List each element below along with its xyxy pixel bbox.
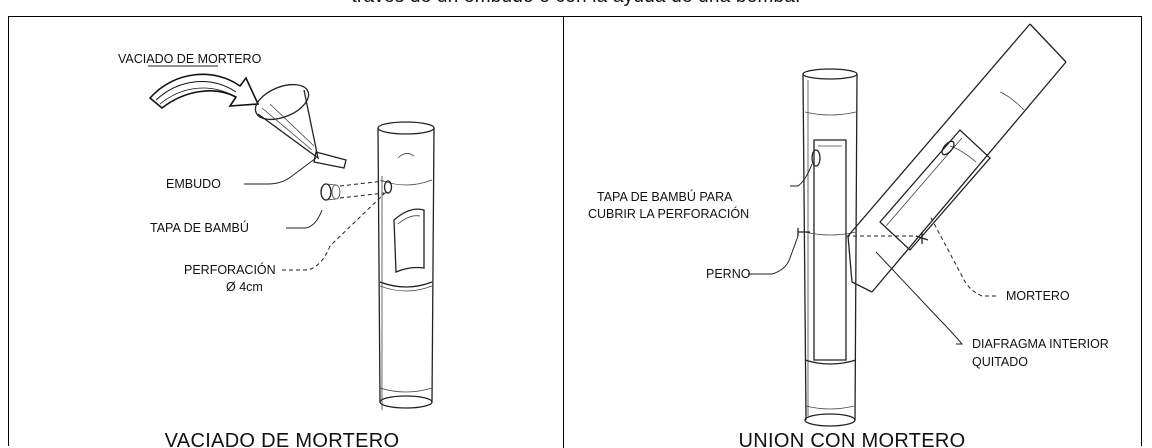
right-inclined-pipe — [846, 23, 1067, 293]
diaphragm-leader — [875, 251, 964, 345]
label-perforation: PERFORACIÓN — [184, 262, 276, 277]
bamboo-cap-icon — [320, 183, 341, 201]
left-panel: VACIADO DE MORTERO EMBUDO TAPA DE BAMBÚ … — [118, 52, 435, 448]
bamboo-cap-leader — [286, 209, 323, 229]
pouring-arrow-icon — [148, 73, 260, 110]
bamboo-cap-leader-right — [790, 163, 813, 187]
label-mortar: MORTERO — [1006, 289, 1070, 303]
page-caption: través de un embudo o con la ayuda de un… — [0, 0, 1152, 8]
label-perforation-size: Ø 4cm — [226, 280, 263, 294]
label-bamboo-cap: TAPA DE BAMBÚ — [150, 220, 249, 235]
label-diaphragm-line1: DIAFRAGMA INTERIOR — [972, 337, 1109, 351]
label-bamboo-cap-right-line2: CUBRIR LA PERFORACIÓN — [588, 206, 749, 221]
label-bamboo-cap-right-line1: TAPA DE BAMBÚ PARA — [597, 189, 733, 204]
right-panel: TAPA DE BAMBÚ PARA CUBRIR LA PERFORACIÓN… — [588, 23, 1109, 448]
perforation-leader — [282, 191, 387, 271]
right-vertical-pipe — [797, 68, 858, 427]
panel-divider — [563, 16, 564, 448]
label-pouring: VACIADO DE MORTERO — [118, 52, 262, 66]
left-bamboo-pipe — [377, 121, 435, 410]
funnel-icon — [254, 83, 347, 169]
figure-frame — [8, 16, 1142, 446]
right-panel-title: UNION CON MORTERO — [739, 430, 966, 448]
left-panel-title: VACIADO DE MORTERO — [165, 430, 400, 448]
cap-projection-lines — [339, 180, 385, 199]
label-diaphragm-line2: QUITADO — [972, 355, 1028, 369]
label-bolt: PERNO — [706, 267, 751, 281]
mortar-leader — [929, 215, 996, 297]
funnel-leader — [244, 157, 317, 185]
bolt-leader — [748, 235, 799, 275]
label-funnel: EMBUDO — [166, 177, 221, 191]
